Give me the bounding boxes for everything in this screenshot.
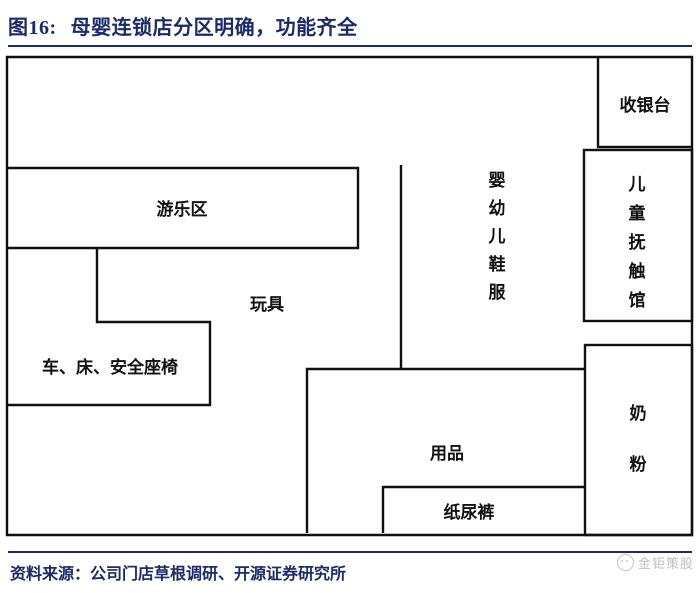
svg-text:幼: 幼 bbox=[489, 198, 506, 218]
divider-toys-step bbox=[7, 248, 212, 407]
zone-label-playground: 游乐区 bbox=[157, 199, 208, 219]
source-row: 资料来源：公司门店草根调研、开源证券研究所 bbox=[10, 556, 690, 588]
svg-text:儿: 儿 bbox=[488, 227, 506, 246]
title-divider-top bbox=[8, 45, 692, 47]
zone-label-baby-touch-room: 儿 童 抚 触 馆 bbox=[628, 175, 646, 310]
zone-label-diapers: 纸尿裤 bbox=[444, 502, 495, 522]
svg-text:童: 童 bbox=[629, 203, 646, 223]
zone-label-toys: 玩具 bbox=[250, 295, 284, 314]
zone-label-cashier: 收银台 bbox=[620, 95, 671, 115]
store-outer-boundary bbox=[5, 55, 694, 537]
svg-text:抚: 抚 bbox=[629, 232, 646, 252]
svg-text:触: 触 bbox=[628, 261, 646, 281]
svg-text:儿: 儿 bbox=[628, 175, 646, 194]
svg-text:鞋: 鞋 bbox=[489, 254, 506, 274]
zone-outline-milk-powder bbox=[583, 343, 694, 537]
figure-title-row: 图16: 母婴连锁店分区明确，功能齐全 bbox=[8, 8, 692, 42]
zone-outline-cashier bbox=[596, 57, 692, 149]
svg-text:服: 服 bbox=[489, 283, 507, 302]
zone-outline-playground bbox=[7, 166, 360, 250]
source-note: 资料来源：公司门店草根调研、开源证券研究所 bbox=[10, 566, 347, 583]
zone-outline-baby-touch-room bbox=[582, 148, 694, 323]
watermark-logo-icon bbox=[616, 554, 634, 571]
source-divider bbox=[8, 551, 692, 553]
page-title: 母婴连锁店分区明确，功能齐全 bbox=[70, 16, 358, 39]
svg-text:粉: 粉 bbox=[630, 454, 647, 474]
zone-label-stroller-bed-carseat: 车、床、安全座椅 bbox=[42, 357, 178, 377]
watermark-label: 金钜策股 bbox=[637, 556, 694, 571]
zone-label-supplies: 用品 bbox=[430, 444, 464, 463]
watermark: 金钜策股 bbox=[616, 553, 694, 572]
zone-label-baby-shoes-clothing: 婴 幼 儿 鞋 服 bbox=[488, 171, 507, 302]
svg-text:馆: 馆 bbox=[629, 290, 646, 310]
svg-text:奶: 奶 bbox=[630, 403, 647, 423]
zone-label-milk-powder: 奶 粉 bbox=[630, 403, 647, 474]
figure-number: 图16: bbox=[8, 16, 57, 39]
zone-outline-diapers bbox=[381, 485, 585, 533]
svg-text:婴: 婴 bbox=[489, 171, 506, 190]
zone-outline-supplies bbox=[305, 367, 585, 533]
